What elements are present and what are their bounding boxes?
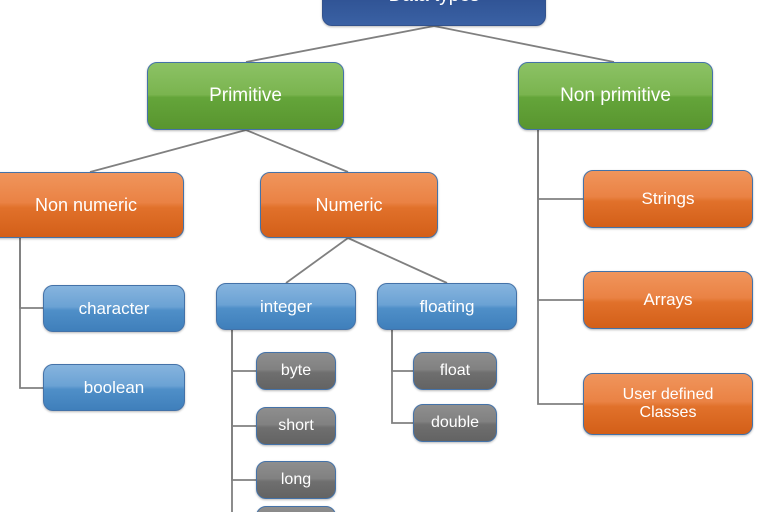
node-label-integer: integer	[260, 296, 312, 316]
node-userdefined[interactable]: User defined Classes	[583, 373, 753, 435]
node-boolean[interactable]: boolean	[43, 364, 185, 411]
node-label-character: character	[78, 298, 150, 318]
node-numeric[interactable]: Numeric	[260, 172, 438, 238]
edge-nonprimitive-to-userdefined	[537, 130, 583, 405]
edge-root-to-primitive	[245, 25, 435, 63]
edge-numeric-to-floating	[347, 237, 448, 284]
node-long[interactable]: long	[256, 461, 336, 499]
node-character[interactable]: character	[43, 285, 185, 332]
node-nonprimitive[interactable]: Non primitive	[518, 62, 713, 130]
node-float[interactable]: float	[413, 352, 497, 390]
node-label-float: float	[439, 361, 471, 379]
node-label-nonnumeric: Non numeric	[34, 194, 138, 215]
node-label-floating: floating	[419, 296, 475, 316]
node-root[interactable]: Data types	[322, 0, 546, 26]
node-label-strings: Strings	[641, 189, 695, 209]
node-strings[interactable]: Strings	[583, 170, 753, 228]
node-label-boolean: boolean	[83, 377, 145, 397]
node-double[interactable]: double	[413, 404, 497, 442]
node-label-nonprimitive: Non primitive	[560, 85, 671, 107]
node-label-long: long	[280, 470, 312, 488]
node-label-primitive: Primitive	[209, 85, 282, 107]
node-label-userdefined: User defined Classes	[622, 385, 714, 421]
edge-integer-to-long	[231, 330, 256, 481]
node-nonnumeric[interactable]: Non numeric	[0, 172, 184, 238]
node-label-short: short	[278, 416, 314, 434]
node-integer[interactable]: integer	[216, 283, 356, 330]
edge-floating-to-double	[391, 330, 413, 424]
edge-root-to-nonprimitive	[433, 25, 615, 63]
node-label-numeric: Numeric	[315, 194, 383, 215]
edge-integer-to-short	[231, 330, 256, 427]
node-primitive[interactable]: Primitive	[147, 62, 344, 130]
node-floating[interactable]: floating	[377, 283, 517, 330]
edge-nonprimitive-to-strings	[537, 130, 583, 200]
edge-nonnumeric-to-character	[19, 238, 43, 309]
edge-primitive-to-nonnumeric	[89, 129, 247, 173]
node-label-arrays: Arrays	[643, 290, 693, 310]
edge-floating-to-float	[391, 330, 413, 372]
node-byte[interactable]: byte	[256, 352, 336, 390]
edge-nonnumeric-to-boolean	[19, 238, 43, 389]
edge-integer-to-byte	[231, 330, 256, 372]
node-label-byte: byte	[280, 361, 312, 379]
node-label-double: double	[430, 413, 480, 431]
node-arrays[interactable]: Arrays	[583, 271, 753, 329]
node-short[interactable]: short	[256, 407, 336, 445]
edge-numeric-to-integer	[285, 237, 349, 284]
edge-primitive-to-numeric	[245, 129, 349, 173]
node-int[interactable]: int	[256, 506, 336, 512]
node-label-root: Data types	[383, 0, 486, 7]
edge-nonprimitive-to-arrays	[537, 130, 583, 301]
